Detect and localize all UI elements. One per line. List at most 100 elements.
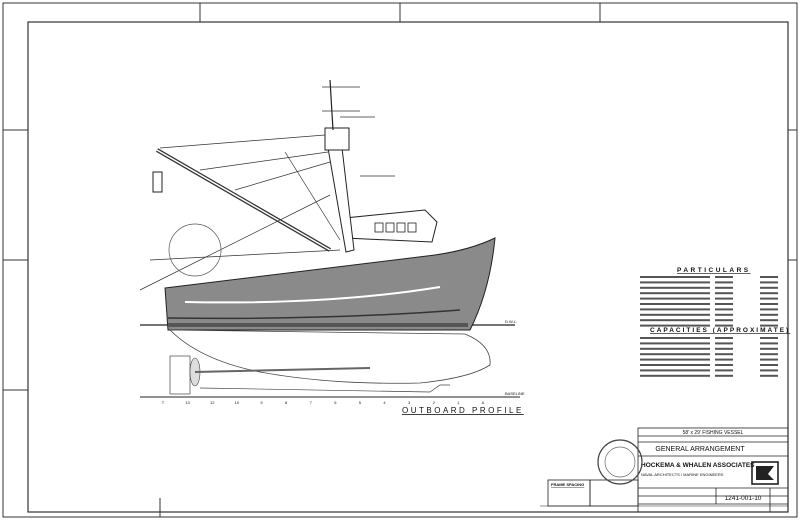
station-label: 6 [334,400,337,405]
mast [327,147,355,253]
table-row-text [760,303,778,305]
waterline-boot [168,323,468,327]
sheer-stripe [184,286,441,304]
table-row-text [760,324,778,327]
table-row-text [640,308,710,311]
net-reel [168,223,222,277]
table-row-text [715,358,733,361]
capacities-rows [640,337,778,377]
table-row-text [715,347,733,350]
table-row-text [640,281,710,284]
table-row-text [715,369,733,372]
boom-block [152,171,163,193]
table-row-text [760,319,778,322]
table-row-text [760,369,778,372]
rub-rail [167,309,461,320]
drawing-number: 1241-001-10 [725,495,762,502]
table-row-text [715,337,733,339]
table-row-text [760,281,778,284]
firm-name: HOCKEMA & WHALEN ASSOCIATES [641,462,755,469]
vessel-name: 58' x 29' FISHING VESSEL [683,430,744,436]
table-row-text [640,358,710,361]
table-row-text [760,292,778,295]
rigging [139,134,341,291]
rudder [169,355,191,395]
table-row-text [640,342,710,345]
table-row-text [640,319,710,322]
station-label: 7 [310,400,313,405]
table-row-text [715,297,733,300]
table-row-text [640,286,710,289]
mast-topmast [329,79,334,131]
table-row-text [715,286,733,289]
table-row-text [715,281,733,284]
table-row-text [760,374,778,377]
station-label: 9 [260,400,263,405]
station-label: A [482,400,485,405]
table-row-text [760,342,778,345]
frame-spacing-title: FRAME SPACING [551,482,584,487]
table-row-text [640,292,710,295]
hull-underwater [169,329,491,384]
baseline-label: BASELINE [505,391,525,396]
title-block-frame [547,427,789,513]
table-row-text [760,364,778,366]
view-title: OUTBOARD PROFILE [402,406,524,415]
table-row-text [640,276,710,278]
table-row-text [640,369,710,372]
table-row-text [760,313,778,316]
particulars-title: PARTICULARS [677,267,751,274]
table-row-text [715,374,733,377]
table-row-text [760,358,778,361]
table-row-text [715,313,733,316]
table-row-text [715,308,733,311]
dwl-label: D.W.L. [505,319,517,324]
propeller-shaft [194,367,371,373]
station-label: 1 [457,400,460,405]
inner-border [27,21,789,513]
station-label: 8 [285,400,288,405]
drawing-title: GENERAL ARRANGEMENT [655,446,745,453]
table-row-text [715,303,733,305]
table-row-text [715,353,733,356]
table-row-text [715,324,733,327]
table-row-text [640,337,710,339]
table-row-text [640,313,710,316]
table-row-text [760,286,778,289]
station-label: T [162,400,165,405]
table-row-text [715,319,733,322]
antennas [322,86,395,177]
table-row-text [760,337,778,339]
station-label: 3 [408,400,411,405]
table-row-text [640,297,710,300]
crows-nest [324,127,350,151]
table-row-text [760,297,778,300]
table-row-text [640,374,710,377]
wheelhouse-windows [374,222,417,233]
keel [199,384,450,393]
station-label: 13 [185,400,190,405]
firm-logo [756,466,774,480]
station-label: 12 [210,400,215,405]
table-row-text [760,308,778,311]
table-row-text [640,347,710,350]
table-row-text [640,303,710,305]
table-row-text [715,276,733,278]
capacities-title: CAPACITIES (APPROXIMATE) [650,327,790,334]
table-row-text [640,364,710,366]
hull-topsides [164,237,496,331]
table-row-text [715,292,733,295]
table-row-text [760,347,778,350]
table-row-text [715,342,733,345]
station-label: 4 [383,400,386,405]
table-row-text [640,324,710,327]
engineer-seal [597,439,643,485]
particulars-rows [640,276,778,327]
station-label: 10 [235,400,240,405]
station-label: 5 [359,400,362,405]
table-row-text [760,353,778,356]
firm-subtitle: NAVAL ARCHITECTS / MARINE ENGINEERS [641,472,724,477]
zone-ticks [3,3,797,517]
